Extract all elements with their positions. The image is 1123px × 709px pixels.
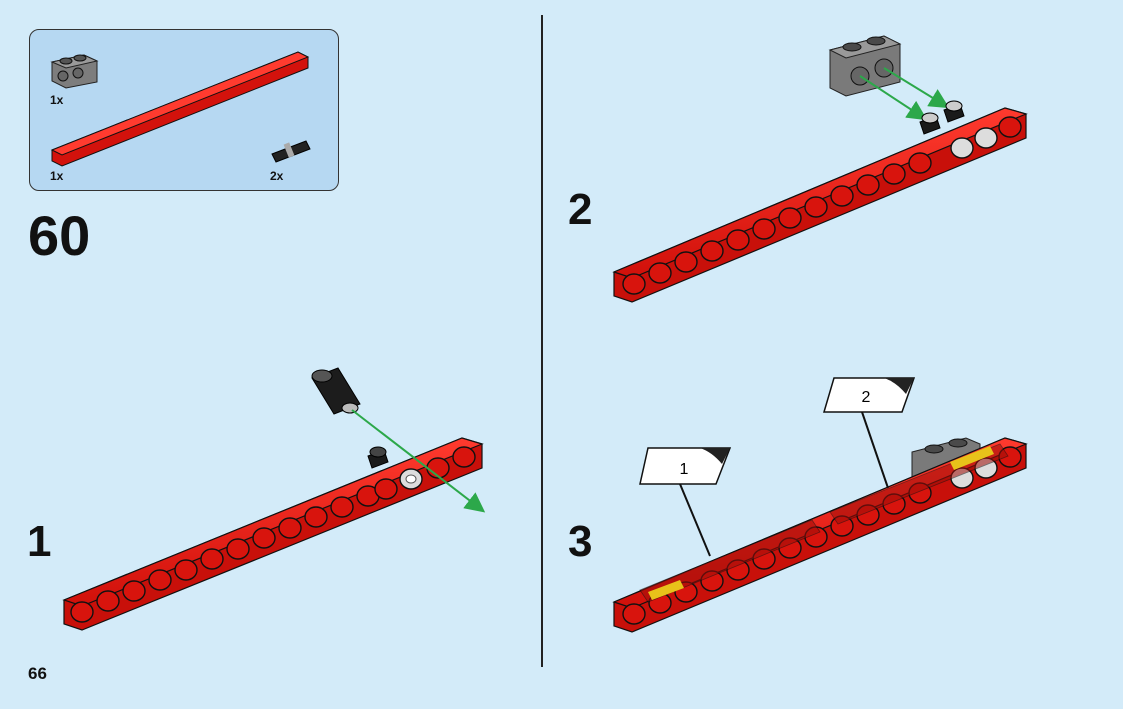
step2-red-beam [612,107,1028,303]
substep-number-2: 2 [568,185,593,234]
column-divider [541,15,543,667]
sticker-callout-2: 2 [822,377,916,489]
step2-arrow-right [883,67,950,109]
substep-number-1: 1 [27,517,52,566]
step1-insert-arrow [351,409,486,513]
substep-number-3: 3 [568,517,593,566]
sticker-callout-1: 1 [639,447,732,557]
step2-arrow-left [859,75,928,121]
main-step-number: 60 [28,204,91,267]
qty-red-beam: 1x [50,169,64,183]
callout-1-label: 1 [680,461,689,478]
step1-pin-inserted [367,446,389,469]
red-beam-part-icon [50,51,310,167]
black-pin-part-icon [271,140,311,163]
gray-brick-part-icon [50,54,99,89]
step1-red-beam [62,437,484,631]
qty-gray-brick: 1x [50,93,64,107]
step2-gray-brick [828,35,902,97]
page-number: 66 [28,664,47,683]
step3-assembled-beam [612,437,1028,633]
step1-pin-floating [311,367,361,415]
qty-pins: 2x [270,169,284,183]
callout-2-label: 2 [862,389,871,406]
step2-pins [919,100,965,135]
